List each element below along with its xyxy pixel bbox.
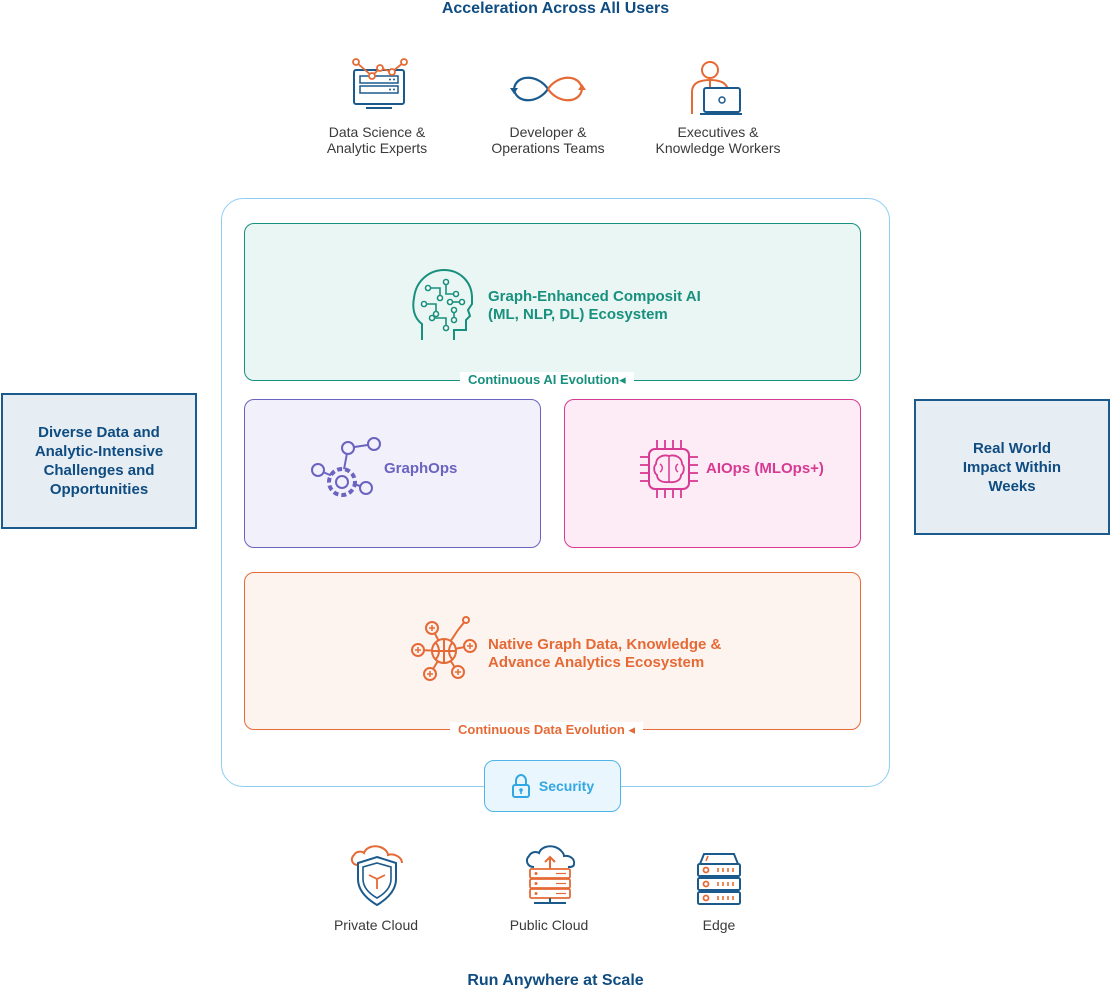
ai-ecosystem-label: Graph-Enhanced Composit AI (ML, NLP, DL)… bbox=[488, 288, 701, 324]
user-label-line: Knowledge Workers bbox=[655, 140, 781, 156]
data-ecosystem-panel bbox=[244, 572, 861, 730]
security-badge: Security bbox=[484, 760, 621, 812]
data-label-line: Advance Analytics Ecosystem bbox=[488, 654, 705, 671]
right-box-line: Weeks bbox=[988, 477, 1036, 495]
security-label: Security bbox=[538, 778, 595, 794]
user-label-line: Operations Teams bbox=[491, 140, 605, 156]
devops-infinity-icon bbox=[510, 76, 586, 102]
right-impact-box: Real World Impact Within Weeks bbox=[914, 399, 1110, 535]
deploy-label-edge: Edge bbox=[702, 917, 736, 933]
left-box-line: Diverse Data and bbox=[38, 424, 160, 441]
ai-evolution-text: Continuous AI Evolution bbox=[468, 372, 620, 387]
data-evolution-label: Continuous Data Evolution ◂ bbox=[450, 722, 643, 738]
left-box-line: Analytic-Intensive bbox=[34, 443, 164, 460]
arrow-left-icon: ◂ bbox=[628, 722, 635, 737]
user-label-line: Data Science & bbox=[328, 124, 426, 140]
data-ecosystem-label: Native Graph Data, Knowledge & Advance A… bbox=[488, 636, 721, 672]
aiops-panel bbox=[564, 399, 861, 548]
ai-label-line: (ML, NLP, DL) Ecosystem bbox=[488, 306, 668, 323]
deploy-label-private-cloud: Private Cloud bbox=[333, 917, 419, 933]
data-evolution-text: Continuous Data Evolution bbox=[458, 722, 625, 737]
user-label-line: Executives & bbox=[677, 124, 759, 140]
ai-head-icon bbox=[412, 268, 473, 340]
private-cloud-shield-icon bbox=[350, 845, 403, 907]
header-title: Acceleration Across All Users bbox=[441, 0, 670, 17]
lock-icon bbox=[511, 773, 530, 798]
right-box-line: Real World bbox=[972, 439, 1052, 457]
left-challenges-box: Diverse Data and Analytic-Intensive Chal… bbox=[1, 393, 197, 529]
graph-network-icon bbox=[411, 616, 477, 681]
user-label-line: Analytic Experts bbox=[326, 140, 428, 156]
left-box-line: Opportunities bbox=[49, 481, 149, 498]
brain-chip-icon bbox=[640, 440, 698, 498]
user-label-data-science: Data Science & Analytic Experts bbox=[297, 124, 457, 156]
ai-ecosystem-panel bbox=[244, 223, 861, 381]
left-box-line: Challenges and bbox=[43, 462, 155, 479]
data-science-icon bbox=[352, 58, 408, 109]
ai-label-line: Graph-Enhanced Composit AI bbox=[488, 288, 701, 305]
footer-title: Run Anywhere at Scale bbox=[467, 972, 644, 989]
data-label-line: Native Graph Data, Knowledge & bbox=[488, 636, 722, 653]
ai-evolution-label: Continuous AI Evolution◂ bbox=[460, 372, 634, 388]
edge-server-icon bbox=[697, 853, 741, 905]
user-label-line: Developer & bbox=[509, 124, 587, 140]
public-cloud-server-icon bbox=[525, 845, 576, 904]
aiops-label: AIOps (MLOps+) bbox=[706, 460, 824, 477]
graphops-panel bbox=[244, 399, 541, 548]
user-label-devops: Developer & Operations Teams bbox=[468, 124, 628, 156]
graphops-gear-icon bbox=[311, 437, 381, 497]
deploy-label-public-cloud: Public Cloud bbox=[509, 917, 589, 933]
graphops-label: GraphOps bbox=[384, 460, 458, 477]
arrow-left-icon: ◂ bbox=[619, 372, 626, 387]
executive-laptop-icon bbox=[691, 61, 742, 115]
user-label-executives: Executives & Knowledge Workers bbox=[633, 124, 803, 156]
right-box-line: Impact Within bbox=[962, 458, 1062, 476]
